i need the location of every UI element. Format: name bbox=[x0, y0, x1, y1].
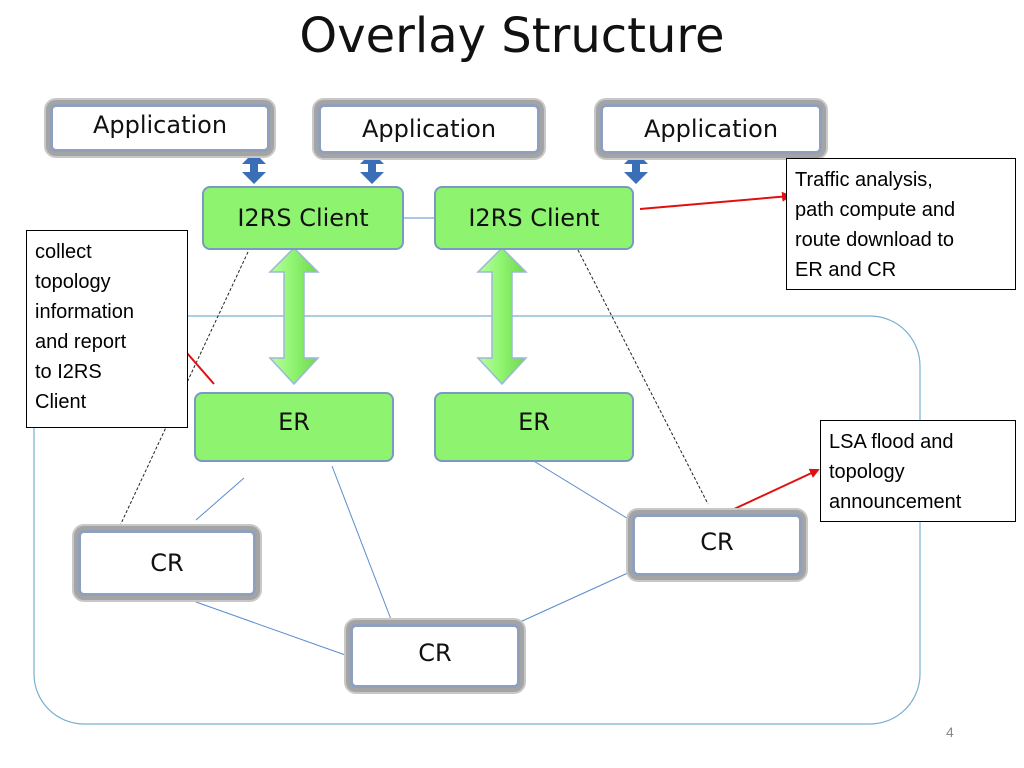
er-label-2: ER bbox=[518, 408, 550, 436]
er-box-1: ER bbox=[194, 392, 394, 462]
link-cr-left-cr-bottom bbox=[195, 601, 349, 657]
cr-label-left: CR bbox=[150, 549, 184, 577]
i2rs-client-label-1: I2RS Client bbox=[237, 204, 369, 232]
note-collect-topology: collect topology information and report … bbox=[26, 230, 188, 428]
link-er2-cr-right bbox=[531, 459, 631, 521]
application-box-3: Application bbox=[600, 104, 822, 154]
note-traffic-analysis: Traffic analysis, path compute and route… bbox=[786, 158, 1016, 290]
er-label-1: ER bbox=[278, 408, 310, 436]
cr-box-left: CR bbox=[78, 530, 256, 596]
link-cr-bottom-cr-right bbox=[519, 571, 631, 623]
application-label-3: Application bbox=[643, 115, 779, 143]
app-client-arrow-3 bbox=[624, 152, 648, 184]
application-label-2: Application bbox=[361, 115, 497, 143]
cr-box-right: CR bbox=[632, 514, 802, 576]
page-title: Overlay Structure bbox=[299, 8, 725, 64]
application-label-1: Application bbox=[92, 111, 228, 139]
i2rs-client-box-2: I2RS Client bbox=[434, 186, 634, 250]
i2rs-client-label-2: I2RS Client bbox=[468, 204, 600, 232]
dashed-link-client2-cr-right bbox=[577, 249, 709, 505]
app-client-arrow-1 bbox=[242, 152, 266, 184]
cr-box-bottom: CR bbox=[350, 624, 520, 688]
app-client-arrow-2 bbox=[360, 152, 384, 184]
link-er1-cr-left bbox=[195, 477, 245, 521]
note-lsa-flood: LSA flood and topology announcement bbox=[820, 420, 1016, 522]
application-box-1: Application bbox=[50, 104, 270, 152]
er-box-2: ER bbox=[434, 392, 634, 462]
cr-label-right: CR bbox=[700, 528, 734, 556]
application-box-2: Application bbox=[318, 104, 540, 154]
client-er-double-arrow-1 bbox=[268, 246, 320, 386]
i2rs-client-box-1: I2RS Client bbox=[202, 186, 404, 250]
dashed-link-client1-cr-left bbox=[117, 251, 249, 531]
client-er-double-arrow-2 bbox=[476, 246, 528, 386]
cr-label-bottom: CR bbox=[418, 639, 452, 667]
callout-arrow-lsa bbox=[731, 468, 820, 511]
link-er1-cr-bottom bbox=[331, 465, 393, 623]
callout-arrow-traffic bbox=[639, 191, 792, 210]
page-number: 4 bbox=[946, 724, 954, 740]
